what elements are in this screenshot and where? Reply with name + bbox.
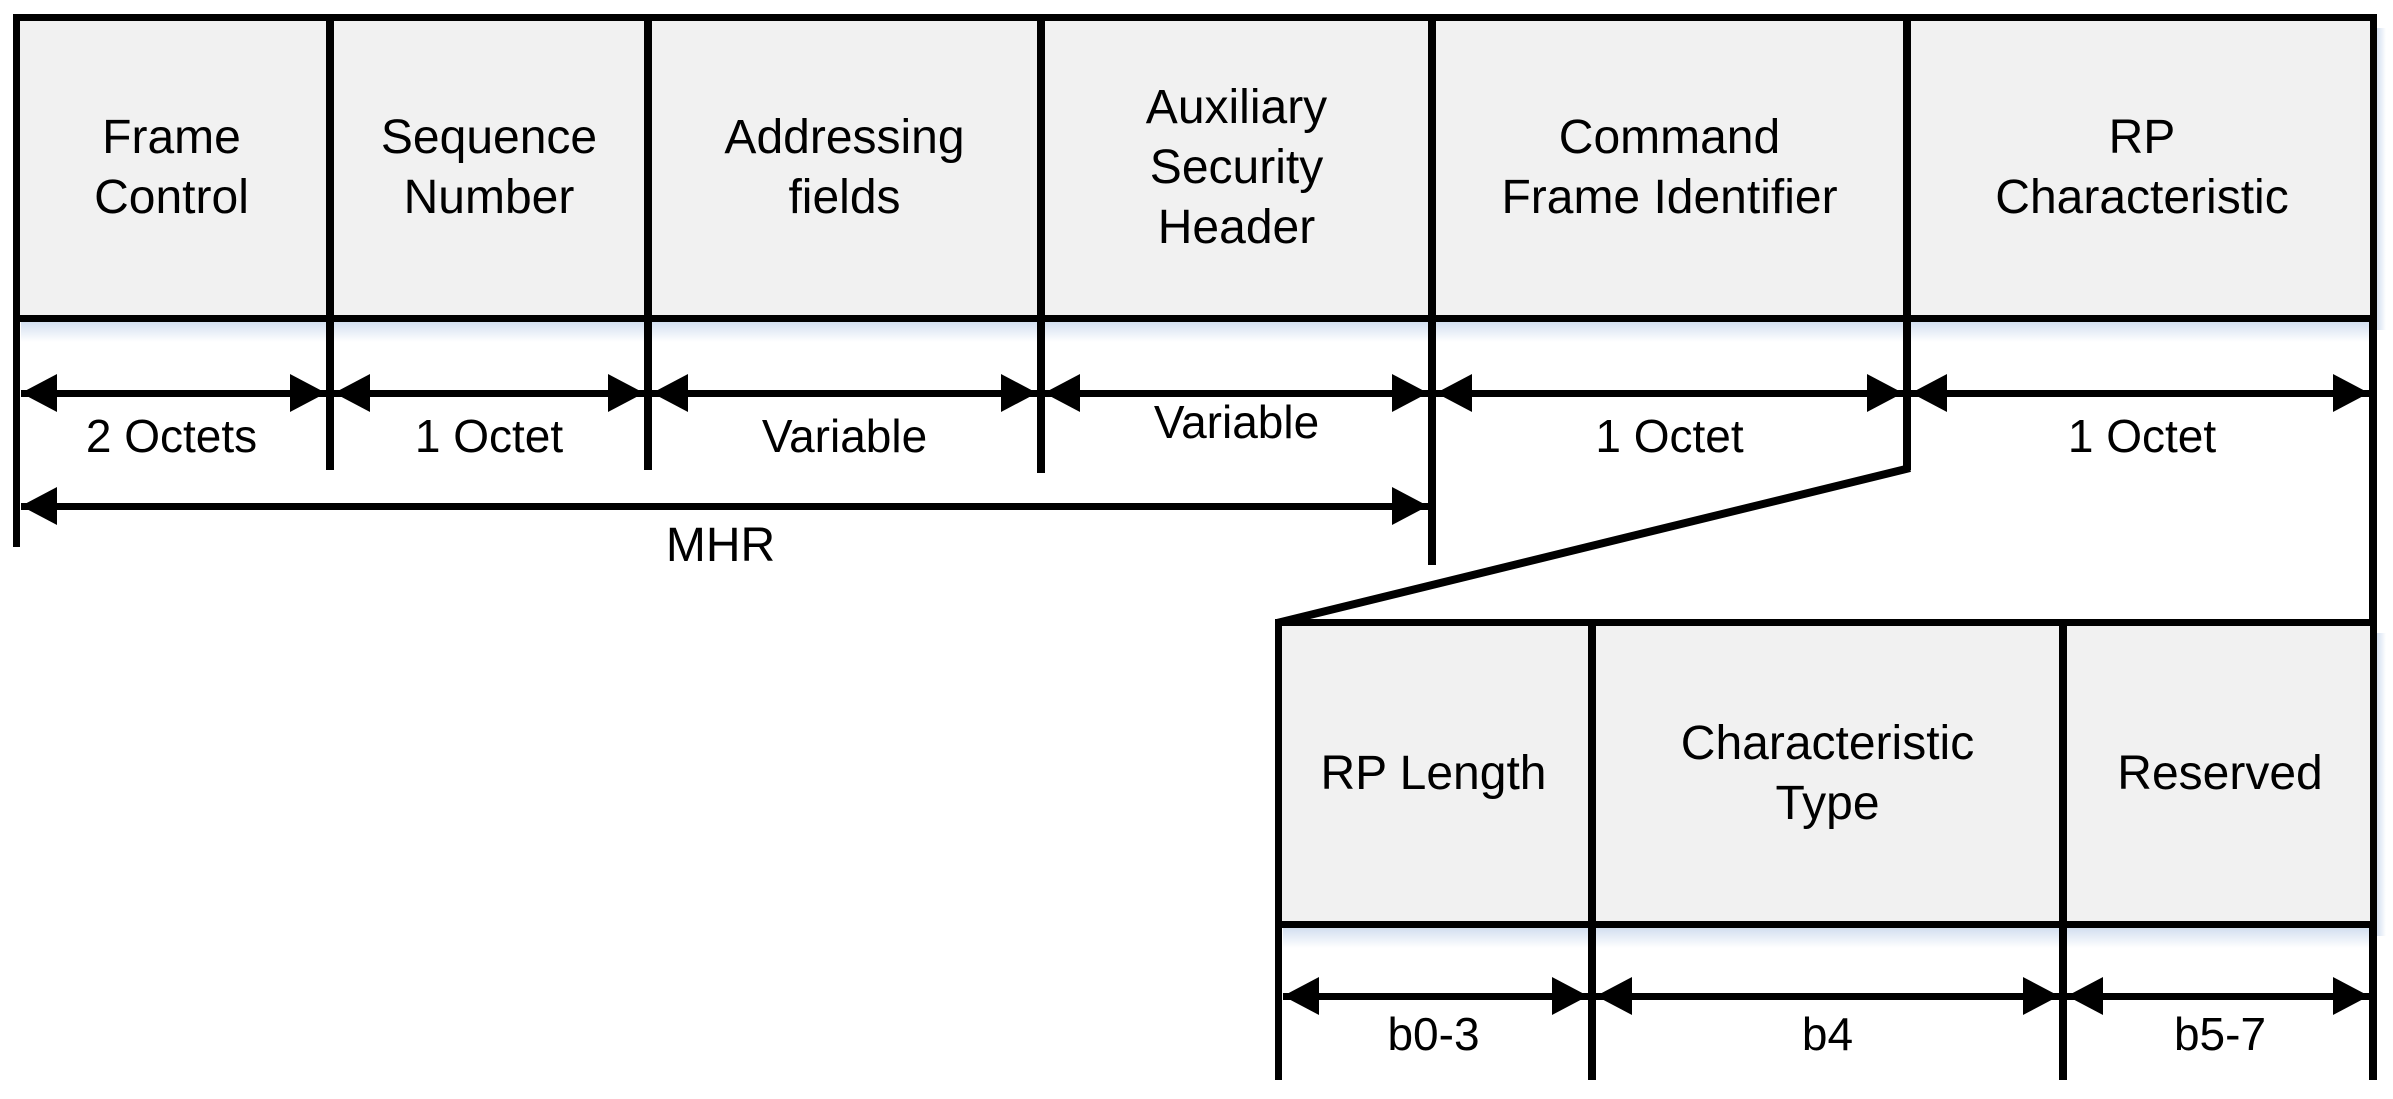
dim-arrow-rp-characteristic: [1911, 374, 2369, 412]
main-row-bottom-shadow: [21, 322, 2369, 342]
size-label-aux-security-header: Variable: [1153, 396, 1320, 448]
main-row-right-shadow: [2377, 28, 2386, 330]
arrowhead-left-icon: [1911, 374, 1947, 412]
dim-arrow-aux-security-header: [1044, 374, 1428, 412]
size-label-rp-characteristic: 1 Octet: [2067, 410, 2217, 462]
main-divider-3: [1037, 14, 1045, 322]
sub-field-row: [1275, 619, 2377, 928]
arrowhead-right-icon: [290, 374, 326, 412]
main-divider-5: [1903, 14, 1911, 322]
arrowhead-left-icon: [1436, 374, 1472, 412]
arrowhead-left-icon: [1283, 977, 1319, 1015]
main-tick-left-edge: [13, 322, 20, 547]
arrowhead-left-icon: [1596, 977, 1632, 1015]
size-label-reserved: b5-7: [2173, 1008, 2267, 1060]
sub-divider-1: [1588, 619, 1596, 928]
main-tick-5: [1903, 322, 1911, 470]
arrowhead-right-icon: [1867, 374, 1903, 412]
field-characteristic-type: Characteristic Type: [1680, 716, 1975, 830]
arrowhead-left-icon: [652, 374, 688, 412]
arrowhead-left-icon: [334, 374, 370, 412]
sub-row-bottom-shadow: [1283, 928, 2369, 948]
arrowhead-right-icon: [1392, 487, 1428, 525]
arrowhead-right-icon: [1552, 977, 1588, 1015]
sub-divider-2: [2059, 619, 2067, 928]
main-divider-2: [644, 14, 652, 322]
main-field-row: [13, 14, 2377, 322]
arrowhead-right-icon: [608, 374, 644, 412]
main-tick-1: [326, 322, 334, 470]
sub-tick-left-edge: [1275, 928, 1282, 1080]
arrowhead-left-icon: [1044, 374, 1080, 412]
arrowhead-right-icon: [1392, 374, 1428, 412]
breakout-connector-line: [1276, 464, 1911, 627]
field-command-frame-identifier: Command Frame Identifier: [1501, 111, 1838, 224]
sub-tick-right-edge: [2369, 928, 2377, 1080]
size-label-addressing-fields: Variable: [761, 410, 928, 462]
dim-arrow-addressing-fields: [652, 374, 1037, 412]
field-auxiliary-security-header: Auxiliary Security Header: [1145, 81, 1328, 254]
arrowhead-right-icon: [2023, 977, 2059, 1015]
dim-arrow-rp-length: [1283, 977, 1588, 1015]
size-label-command-frame-identifier: 1 Octet: [1595, 410, 1744, 462]
sub-row-right-shadow: [2377, 633, 2386, 936]
field-addressing-fields: Addressing fields: [724, 111, 965, 224]
sub-tick-1: [1588, 928, 1596, 1080]
size-label-characteristic-type: b4: [1801, 1008, 1854, 1060]
dim-arrow-characteristic-type: [1596, 977, 2059, 1015]
mhr-label: MHR: [665, 519, 776, 572]
field-sequence-number: Sequence Number: [380, 111, 598, 224]
size-label-sequence-number: 1 Octet: [414, 410, 564, 462]
sub-tick-2: [2059, 928, 2067, 1080]
main-tick-4: [1428, 322, 1436, 565]
arrowhead-right-icon: [2333, 374, 2369, 412]
main-tick-right-edge: [2369, 322, 2377, 626]
main-tick-3: [1037, 322, 1045, 473]
dim-arrow-frame-control: [21, 374, 326, 412]
arrowhead-left-icon: [21, 487, 57, 525]
dim-arrow-reserved: [2067, 977, 2369, 1015]
arrowhead-right-icon: [2333, 977, 2369, 1015]
dim-arrow-command-frame-identifier: [1436, 374, 1903, 412]
field-rp-characteristic: RP Characteristic: [1995, 111, 2289, 224]
size-label-rp-length: b0-3: [1387, 1008, 1480, 1060]
size-label-frame-control: 2 Octets: [85, 410, 258, 462]
arrowhead-right-icon: [1001, 374, 1037, 412]
mhr-span-arrow: [21, 487, 1428, 525]
arrowhead-left-icon: [2067, 977, 2103, 1015]
field-rp-length: RP Length: [1320, 746, 1547, 800]
dim-arrow-sequence-number: [334, 374, 644, 412]
arrowhead-left-icon: [21, 374, 57, 412]
field-frame-control: Frame Control: [94, 111, 249, 224]
field-reserved: Reserved: [2117, 746, 2323, 800]
main-tick-2: [644, 322, 652, 470]
main-divider-1: [326, 14, 334, 322]
main-divider-4: [1428, 14, 1436, 322]
